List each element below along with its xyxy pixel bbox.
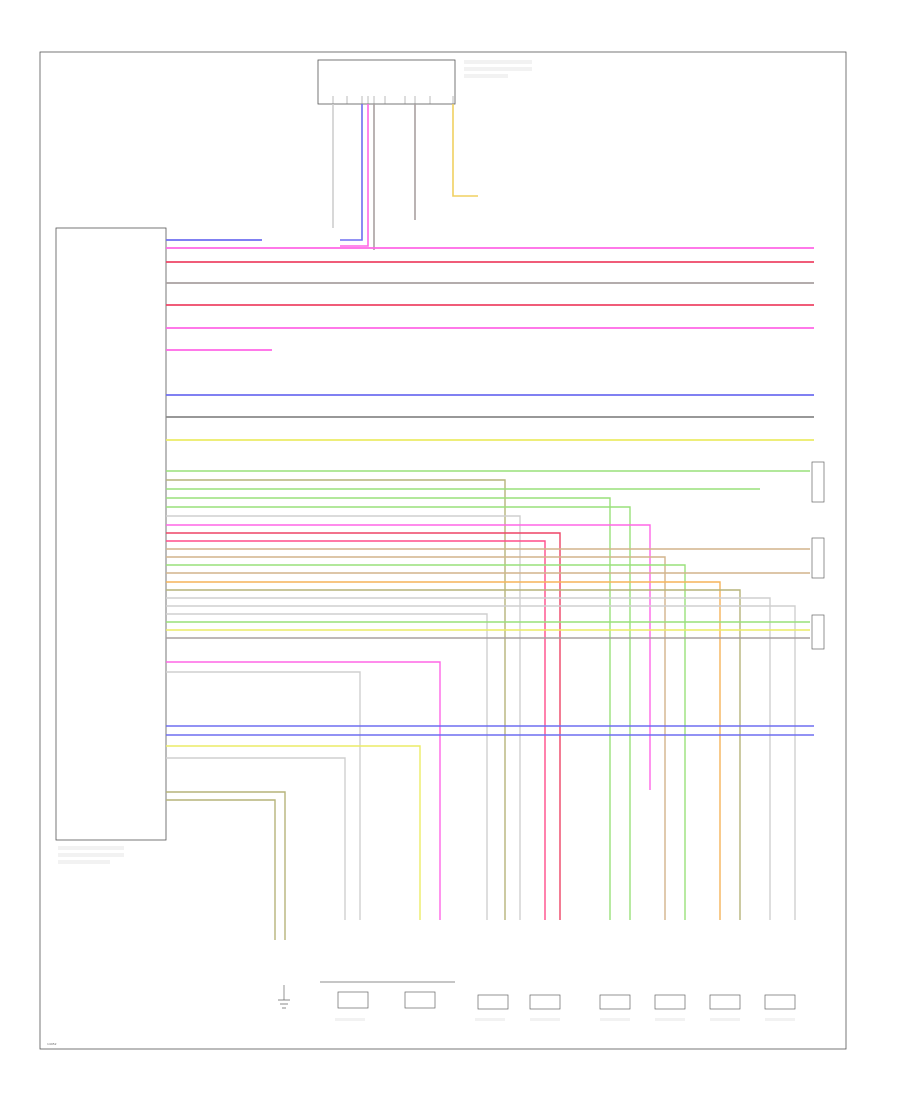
speaker-2 bbox=[529, 994, 561, 1010]
sig-6 bbox=[166, 515, 521, 920]
connector-block-3 bbox=[811, 614, 825, 650]
diagram-frame bbox=[39, 51, 847, 1050]
bottom-components bbox=[278, 981, 796, 1010]
speaker-6 bbox=[764, 994, 796, 1010]
diagram-code: 14952 bbox=[47, 1042, 57, 1046]
sig-5 bbox=[166, 506, 631, 920]
sig-28 bbox=[166, 791, 286, 940]
sig-23 bbox=[166, 671, 361, 920]
module-pins bbox=[332, 96, 454, 104]
front-control-module bbox=[317, 59, 456, 105]
sig-17 bbox=[166, 605, 796, 920]
sig-7 bbox=[166, 524, 651, 790]
top-module-wires bbox=[332, 104, 478, 250]
sig-11 bbox=[166, 556, 666, 920]
audio-control-module-box bbox=[55, 227, 167, 841]
sig-14 bbox=[166, 581, 721, 920]
speaker-3 bbox=[599, 994, 631, 1010]
sig-2 bbox=[166, 479, 506, 920]
speaker-4 bbox=[654, 994, 686, 1010]
connector-block-2 bbox=[811, 537, 825, 579]
signal-wires bbox=[166, 470, 814, 940]
connector-block-1 bbox=[811, 461, 825, 503]
sig-16 bbox=[166, 597, 771, 920]
sig-8 bbox=[166, 532, 561, 920]
sig-26 bbox=[166, 745, 421, 920]
sig-22 bbox=[166, 661, 441, 920]
subwoofer-block-2 bbox=[404, 991, 436, 1009]
right-bus-wires bbox=[166, 239, 814, 441]
sig-27 bbox=[166, 757, 346, 920]
sig-15 bbox=[166, 589, 741, 920]
speaker-1 bbox=[477, 994, 509, 1010]
wire-top-3 bbox=[340, 104, 369, 247]
right-connectors bbox=[811, 461, 825, 650]
speaker-5 bbox=[709, 994, 741, 1010]
wire-top-2 bbox=[340, 104, 363, 241]
sig-18 bbox=[166, 613, 488, 920]
front-control-module-box bbox=[317, 59, 456, 105]
wire-top-6 bbox=[452, 104, 478, 197]
sig-9 bbox=[166, 540, 546, 920]
sig-12 bbox=[166, 564, 686, 920]
sig-29 bbox=[166, 799, 276, 940]
ground-symbol bbox=[278, 999, 290, 1009]
subwoofer-block-1 bbox=[337, 991, 369, 1009]
sig-4 bbox=[166, 497, 611, 920]
component-labels bbox=[58, 60, 795, 1021]
